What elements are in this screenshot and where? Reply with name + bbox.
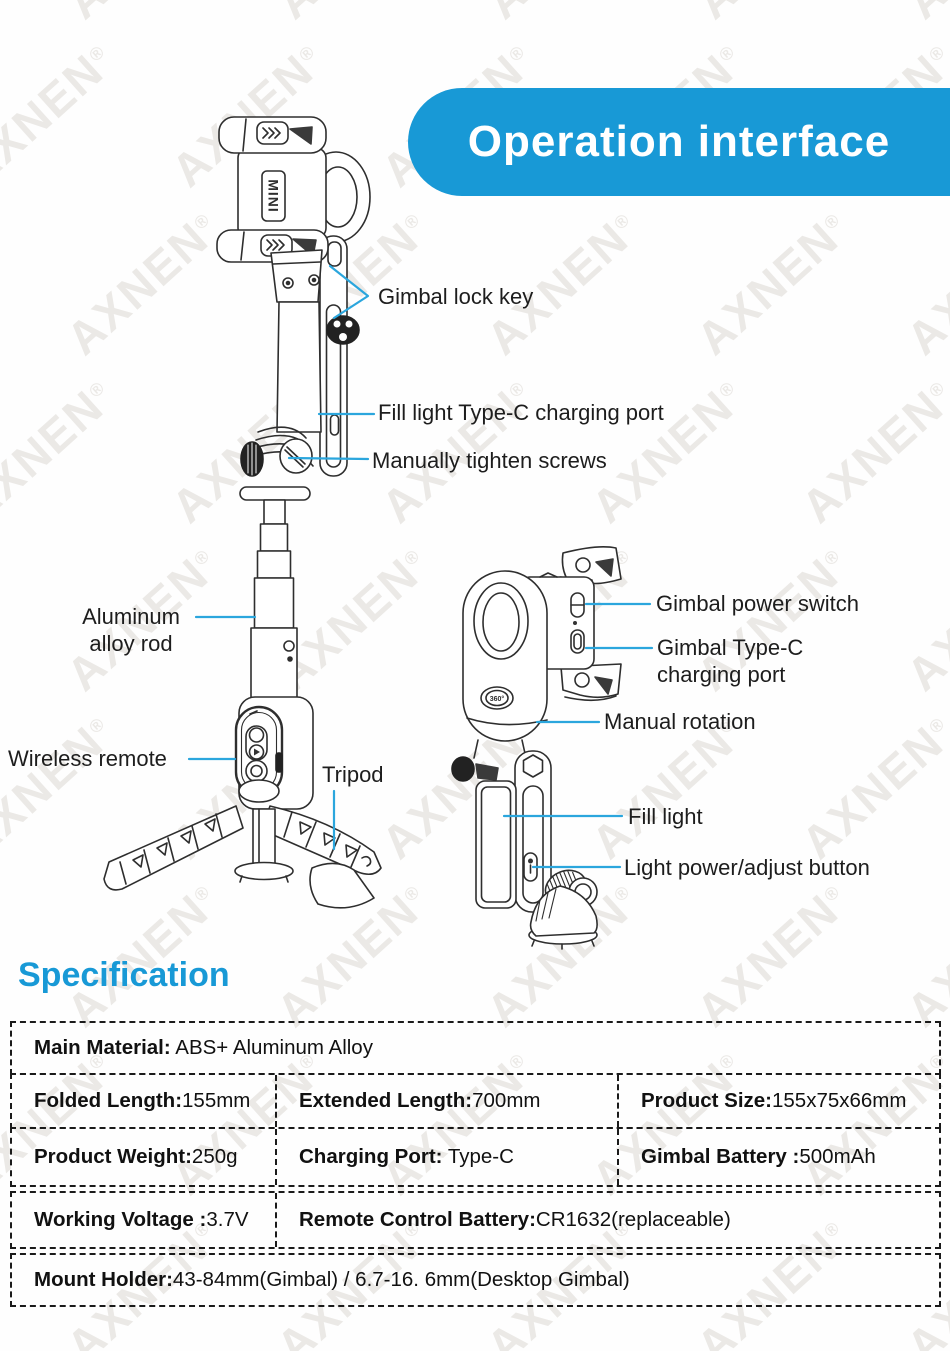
spec-cell-working-voltage: Working Voltage :3.7V	[12, 1193, 275, 1247]
callout-fill-light: Fill light	[628, 804, 703, 829]
spec-cell-main-material: Main Material: ABS+ Aluminum Alloy	[12, 1023, 939, 1073]
callout-wireless-remote: Wireless remote	[8, 746, 167, 771]
tripod-shape	[103, 805, 382, 909]
spec-label: Product Size:	[641, 1089, 772, 1112]
spec-cell-remote-battery: Remote Control Battery:CR1632(replaceabl…	[275, 1193, 939, 1247]
callout-aluminum-alloy-rod-line1: Aluminum	[82, 604, 180, 629]
spec-label: Working Voltage :	[34, 1208, 207, 1231]
spec-cell-charging-port: Charging Port: Type-C	[275, 1129, 617, 1185]
spec-row-mount-holder: Mount Holder:43-84mm(Gimbal) / 6.7-16. 6…	[10, 1253, 941, 1307]
spec-value: CR1632(replaceable)	[535, 1208, 731, 1231]
spec-cell-mount-holder: Mount Holder:43-84mm(Gimbal) / 6.7-16. 6…	[12, 1255, 939, 1305]
spec-cell-product-size: Product Size:155x75x66mm	[617, 1075, 939, 1127]
spec-row-lengths: Folded Length:155mm Extended Length:700m…	[10, 1073, 941, 1129]
callout-gimbal-typec-charging-port: Gimbal Type-C charging port	[657, 634, 803, 688]
callout-aluminum-alloy-rod: Aluminum alloy rod	[64, 603, 198, 657]
callout-gimbal-typec-line1: Gimbal Type-C	[657, 635, 804, 660]
gimbal-stick-drawing: MINI	[103, 116, 382, 909]
spec-label: Gimbal Battery :	[641, 1145, 800, 1168]
aluminum-rod-shape	[250, 627, 298, 699]
operation-interface-banner: Operation interface	[408, 88, 950, 196]
callout-manually-tighten-screws: Manually tighten screws	[372, 448, 607, 473]
spec-label: Folded Length:	[34, 1089, 183, 1112]
spec-value: ABS+ Aluminum Alloy	[170, 1036, 373, 1059]
spec-cell-extended-length: Extended Length:700mm	[275, 1075, 617, 1127]
callout-gimbal-power-switch: Gimbal power switch	[656, 591, 859, 616]
spec-value: 700mm	[472, 1089, 541, 1112]
specification-table: Main Material: ABS+ Aluminum Alloy Folde…	[10, 1021, 941, 1307]
spec-label: Extended Length:	[299, 1089, 473, 1112]
spec-value: 43-84mm(Gimbal) / 6.7-16. 6mm(Desktop Gi…	[172, 1268, 630, 1291]
callout-manual-rotation: Manual rotation	[604, 709, 756, 734]
leader-gimbal-lock-key	[328, 264, 370, 320]
spec-label: Main Material:	[34, 1036, 171, 1059]
spec-row-weight-port-battery: Product Weight:250g Charging Port: Type-…	[10, 1127, 941, 1187]
callout-tripod: Tripod	[322, 762, 384, 787]
spec-label: Mount Holder:	[34, 1268, 173, 1291]
spec-value: 155x75x66mm	[772, 1089, 907, 1112]
rotation-badge-text: 360°	[490, 695, 505, 703]
spec-row-voltage-remote: Working Voltage :3.7V Remote Control Bat…	[10, 1191, 941, 1249]
spec-label: Product Weight:	[34, 1145, 192, 1168]
spec-cell-gimbal-battery: Gimbal Battery :500mAh	[617, 1129, 939, 1185]
callout-fill-light-typec-port: Fill light Type-C charging port	[378, 400, 664, 425]
folded-gimbal-drawing: 360°	[451, 546, 622, 950]
spec-cell-folded-length: Folded Length:155mm	[12, 1075, 275, 1127]
clamp-badge-text: MINI	[266, 179, 282, 213]
spec-value: 155mm	[182, 1089, 251, 1112]
spec-value: 250g	[191, 1145, 238, 1168]
spec-label: Remote Control Battery:	[299, 1208, 536, 1231]
specification-heading: Specification	[18, 956, 230, 994]
callout-gimbal-lock-key: Gimbal lock key	[378, 284, 534, 309]
fill-light-typec-port-shape	[329, 414, 340, 436]
spec-value: 500mAh	[799, 1145, 876, 1168]
callout-aluminum-alloy-rod-line2: alloy rod	[89, 631, 173, 656]
spec-label: Charging Port:	[299, 1145, 443, 1168]
leader-tighten-screws	[287, 456, 370, 461]
callout-gimbal-typec-line2: charging port	[657, 662, 786, 687]
banner-title: Operation interface	[467, 117, 891, 166]
spec-value: Type-C	[442, 1145, 514, 1168]
spec-cell-product-weight: Product Weight:250g	[12, 1129, 275, 1185]
spec-value: 3.7V	[206, 1208, 249, 1231]
callout-light-power-adjust: Light power/adjust button	[624, 855, 870, 880]
spec-row-main-material: Main Material: ABS+ Aluminum Alloy	[10, 1021, 941, 1075]
